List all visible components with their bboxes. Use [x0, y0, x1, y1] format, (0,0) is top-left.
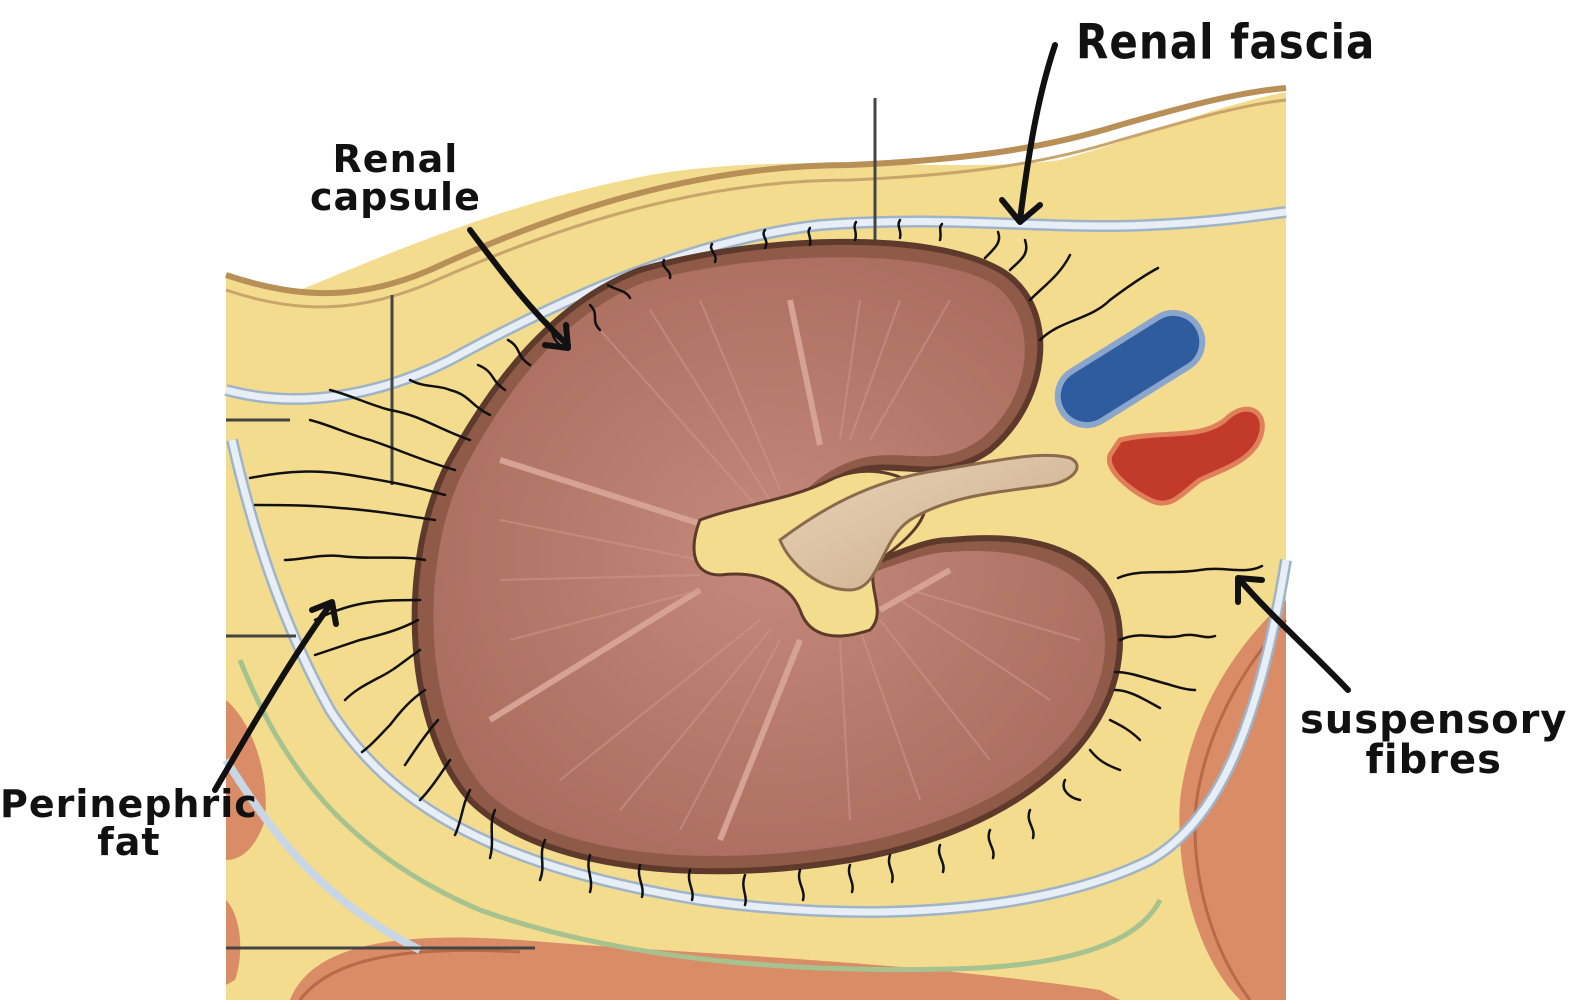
label-perinephric-fat: Perinephric fat	[0, 785, 258, 861]
annotation-arrows	[212, 42, 1351, 793]
label-renal-fascia: Renal fascia	[1076, 13, 1376, 70]
label-suspensory-fibres: suspensory fibres	[1300, 700, 1567, 780]
label-renal-capsule-line2: capsule	[310, 175, 481, 219]
suspensory-fibres-strokes	[248, 218, 1264, 907]
renal-capsule-arrow	[467, 227, 571, 348]
pyramid-striations	[499, 299, 1081, 831]
kidney	[411, 238, 1124, 875]
label-renal-capsule: Renal capsule	[310, 140, 481, 216]
suspensory-fibres-arrow	[1237, 577, 1351, 693]
label-suspensory-fibres-line2: fibres	[1365, 737, 1502, 783]
label-renal-capsule-line1: Renal	[332, 137, 459, 181]
label-perinephric-fat-line1: Perinephric	[0, 782, 258, 826]
renal-columns	[488, 299, 952, 842]
label-perinephric-fat-line2: fat	[97, 820, 161, 864]
renal-fascia-arrow	[1017, 42, 1058, 223]
perinephric-fat-arrow	[212, 602, 333, 793]
label-suspensory-fibres-line1: suspensory	[1300, 697, 1568, 743]
